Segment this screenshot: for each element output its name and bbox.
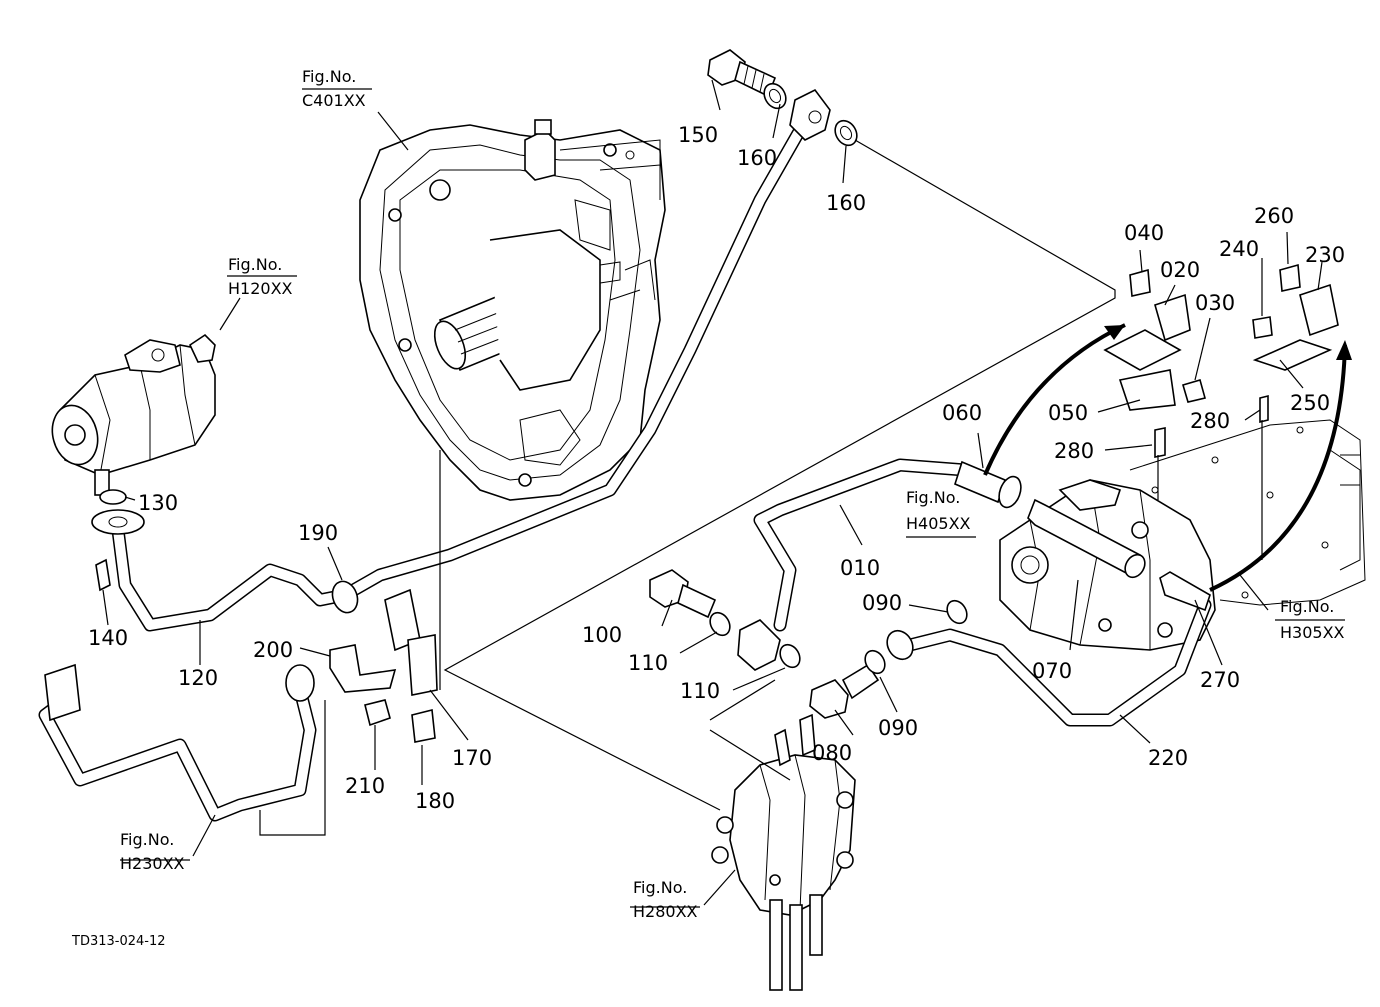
fig-ref-h405-label: Fig.No. [906,488,960,507]
callout-130: 130 [138,491,178,515]
callout-090-b: 090 [878,716,918,740]
leader-lines [102,79,1345,908]
fig-ref-h305-code: H305XX [1280,623,1345,642]
fig-ref-h280-code: H280XX [633,902,698,921]
callout-150: 150 [678,123,718,147]
callout-120: 120 [178,666,218,690]
callout-080: 080 [812,741,852,765]
callout-010: 010 [840,556,880,580]
callout-270: 270 [1200,668,1240,692]
callout-160-b: 160 [826,191,866,215]
callout-030: 030 [1195,291,1235,315]
callout-240: 240 [1219,237,1259,261]
transmission-housing [359,119,666,501]
fig-ref-c401-code: C401XX [302,91,366,110]
callout-110-b: 110 [680,679,720,703]
callout-200: 200 [253,638,293,662]
fig-ref-h120-label: Fig.No. [228,255,282,274]
callout-180: 180 [415,789,455,813]
callout-160-a: 160 [737,146,777,170]
fig-ref-c401-label: Fig.No. [302,67,356,86]
assembly-arrows [983,323,1352,592]
callout-280-a: 280 [1054,439,1094,463]
callout-230: 230 [1305,243,1345,267]
callout-190: 190 [298,521,338,545]
callout-070: 070 [1032,659,1072,683]
callout-100: 100 [582,623,622,647]
fig-ref-h280-label: Fig.No. [633,878,687,897]
fig-ref-h230-label: Fig.No. [120,830,174,849]
callout-280-b: 280 [1190,409,1230,433]
callout-140: 140 [88,626,128,650]
fig-ref-h305-label: Fig.No. [1280,597,1334,616]
callout-210: 210 [345,774,385,798]
fig-ref-h405-code: H405XX [906,514,971,533]
callout-040: 040 [1124,221,1164,245]
callout-220: 220 [1148,746,1188,770]
fittings [44,49,1339,743]
callout-060: 060 [942,401,982,425]
control-valve [711,713,856,991]
callout-260: 260 [1254,204,1294,228]
drawing-code: TD313-024-12 [71,934,166,949]
callout-020: 020 [1160,258,1200,282]
callout-050: 050 [1048,401,1088,425]
callout-170: 170 [452,746,492,770]
fig-ref-h230-code: H230XX [120,854,185,873]
hydraulic-pump [51,333,216,496]
fig-ref-h120-code: H120XX [228,279,293,298]
callout-110-a: 110 [628,651,668,675]
callout-250: 250 [1290,391,1330,415]
callout-090-a: 090 [862,591,902,615]
